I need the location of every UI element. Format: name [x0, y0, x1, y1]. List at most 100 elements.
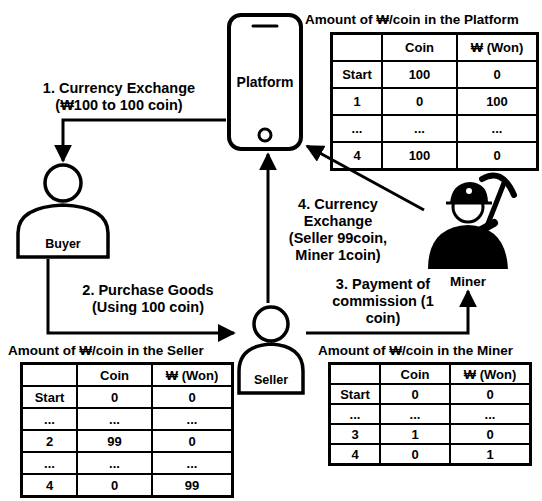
- table-cell: 0: [152, 386, 232, 408]
- header-cell: ₩ (Won): [152, 364, 232, 386]
- cell-text: ...: [187, 456, 198, 471]
- table-cell: ...: [380, 404, 450, 424]
- header-cell: ₩ (Won): [457, 34, 537, 61]
- cell-text: 99: [185, 478, 199, 493]
- table-cell: Start: [330, 384, 380, 404]
- figure-outline: [420, 165, 516, 289]
- cell-text: 4: [351, 447, 358, 462]
- cell-text: 0: [411, 387, 418, 402]
- cell-text: 1: [353, 94, 360, 109]
- cell-text: 0: [411, 447, 418, 462]
- header-cell: [332, 34, 382, 61]
- step-label: 3. Payment of commission (1 coin): [322, 276, 444, 327]
- table-cell: 0: [152, 430, 232, 452]
- cell-text: ...: [44, 456, 55, 471]
- table-cell: 1: [380, 424, 450, 444]
- table-cell: 0: [77, 474, 152, 496]
- table-cell: 99: [152, 474, 232, 496]
- cell-text: ₩ (Won): [464, 367, 516, 382]
- amount-table: Coin₩ (Won)Start00.........2990.........…: [20, 362, 234, 498]
- cell-text: ...: [352, 121, 363, 136]
- node-label: Platform: [237, 74, 294, 90]
- header-cell: Coin: [382, 34, 457, 61]
- cell-text: ...: [187, 412, 198, 427]
- cell-text: 1: [411, 427, 418, 442]
- table-cell: 100: [382, 61, 457, 88]
- table-cell: ...: [152, 452, 232, 474]
- table-cell: 1: [332, 88, 382, 115]
- table-cell: 100: [457, 88, 537, 115]
- cell-text: 99: [107, 434, 121, 449]
- table-cell: ...: [330, 404, 380, 424]
- cell-text: ...: [44, 412, 55, 427]
- step-label: 4. Currency Exchange (Seller 99coin, Min…: [280, 196, 396, 264]
- cell-text: 0: [416, 94, 423, 109]
- platform-phone: Platform: [226, 12, 304, 152]
- cell-text: 0: [111, 390, 118, 405]
- header-cell: [22, 364, 77, 386]
- cell-text: 0: [486, 387, 493, 402]
- table-cell: 99: [77, 430, 152, 452]
- table-cell: Start: [332, 61, 382, 88]
- miner-figure: Miner: [420, 165, 516, 289]
- table-title: Amount of ₩/coin in the Miner: [318, 343, 513, 358]
- cell-text: 1: [486, 447, 493, 462]
- table-title: Amount of ₩/coin in the Seller: [8, 343, 204, 358]
- cell-text: 0: [493, 67, 500, 82]
- cell-text: ₩ (Won): [166, 368, 218, 383]
- table-cell: 1: [450, 444, 530, 464]
- table-cell: ...: [457, 115, 537, 142]
- flow-arrow: [63, 120, 226, 161]
- cell-text: Start: [340, 387, 370, 402]
- cell-text: ...: [410, 407, 421, 422]
- cell-text: ...: [485, 407, 496, 422]
- cell-text: Start: [342, 67, 372, 82]
- cell-text: 4: [353, 148, 360, 163]
- table-cell: 0: [457, 61, 537, 88]
- cell-text: Coin: [100, 368, 129, 383]
- table-title: Amount of ₩/coin in the Platform: [305, 12, 519, 27]
- table-cell: 4: [332, 142, 382, 169]
- table-cell: ...: [332, 115, 382, 142]
- table-cell: ...: [450, 404, 530, 424]
- table-cell: 4: [330, 444, 380, 464]
- node-label: Seller: [254, 373, 288, 387]
- table-cell: 0: [77, 386, 152, 408]
- node-label: Buyer: [45, 237, 80, 251]
- cell-text: ₩ (Won): [471, 40, 523, 55]
- cell-text: 0: [111, 478, 118, 493]
- cell-text: 100: [409, 67, 431, 82]
- cell-text: ...: [414, 121, 425, 136]
- table-cell: 0: [382, 88, 457, 115]
- header-cell: Coin: [77, 364, 152, 386]
- cell-text: 100: [486, 94, 508, 109]
- amount-table: Coin ₩ (Won) Start 100 0 1 0 100......... 4 100 0: [330, 32, 539, 171]
- flow-arrow: [267, 154, 270, 303]
- table-cell: 0: [450, 424, 530, 444]
- buyer-figure: Buyer: [14, 163, 112, 259]
- table-cell: Start: [22, 386, 77, 408]
- cell-text: 100: [409, 148, 431, 163]
- cell-text: Coin: [401, 367, 430, 382]
- table-cell: 100: [382, 142, 457, 169]
- table-cell: ...: [152, 408, 232, 430]
- header-cell: Coin: [380, 364, 450, 384]
- amount-table: Coin ₩ (Won) Start 0 0......... 3 1 0 4 0 1: [328, 362, 532, 466]
- table-cell: ...: [77, 408, 152, 430]
- table-cell: 0: [380, 384, 450, 404]
- table-cell: 3: [330, 424, 380, 444]
- table-cell: ...: [22, 452, 77, 474]
- cell-text: 0: [493, 148, 500, 163]
- step-label: 2. Purchase Goods (Using 100 coin): [66, 282, 230, 316]
- cell-text: 0: [188, 390, 195, 405]
- table-cell: ...: [22, 408, 77, 430]
- cell-text: 0: [188, 434, 195, 449]
- cell-text: ...: [350, 407, 361, 422]
- table-cell: 2: [22, 430, 77, 452]
- cell-text: 2: [46, 434, 53, 449]
- cell-text: 0: [486, 427, 493, 442]
- table-cell: 0: [457, 142, 537, 169]
- cell-text: Coin: [405, 40, 434, 55]
- step-label: 1. Currency Exchange (₩100 to 100 coin): [22, 80, 216, 114]
- cell-text: Start: [35, 390, 65, 405]
